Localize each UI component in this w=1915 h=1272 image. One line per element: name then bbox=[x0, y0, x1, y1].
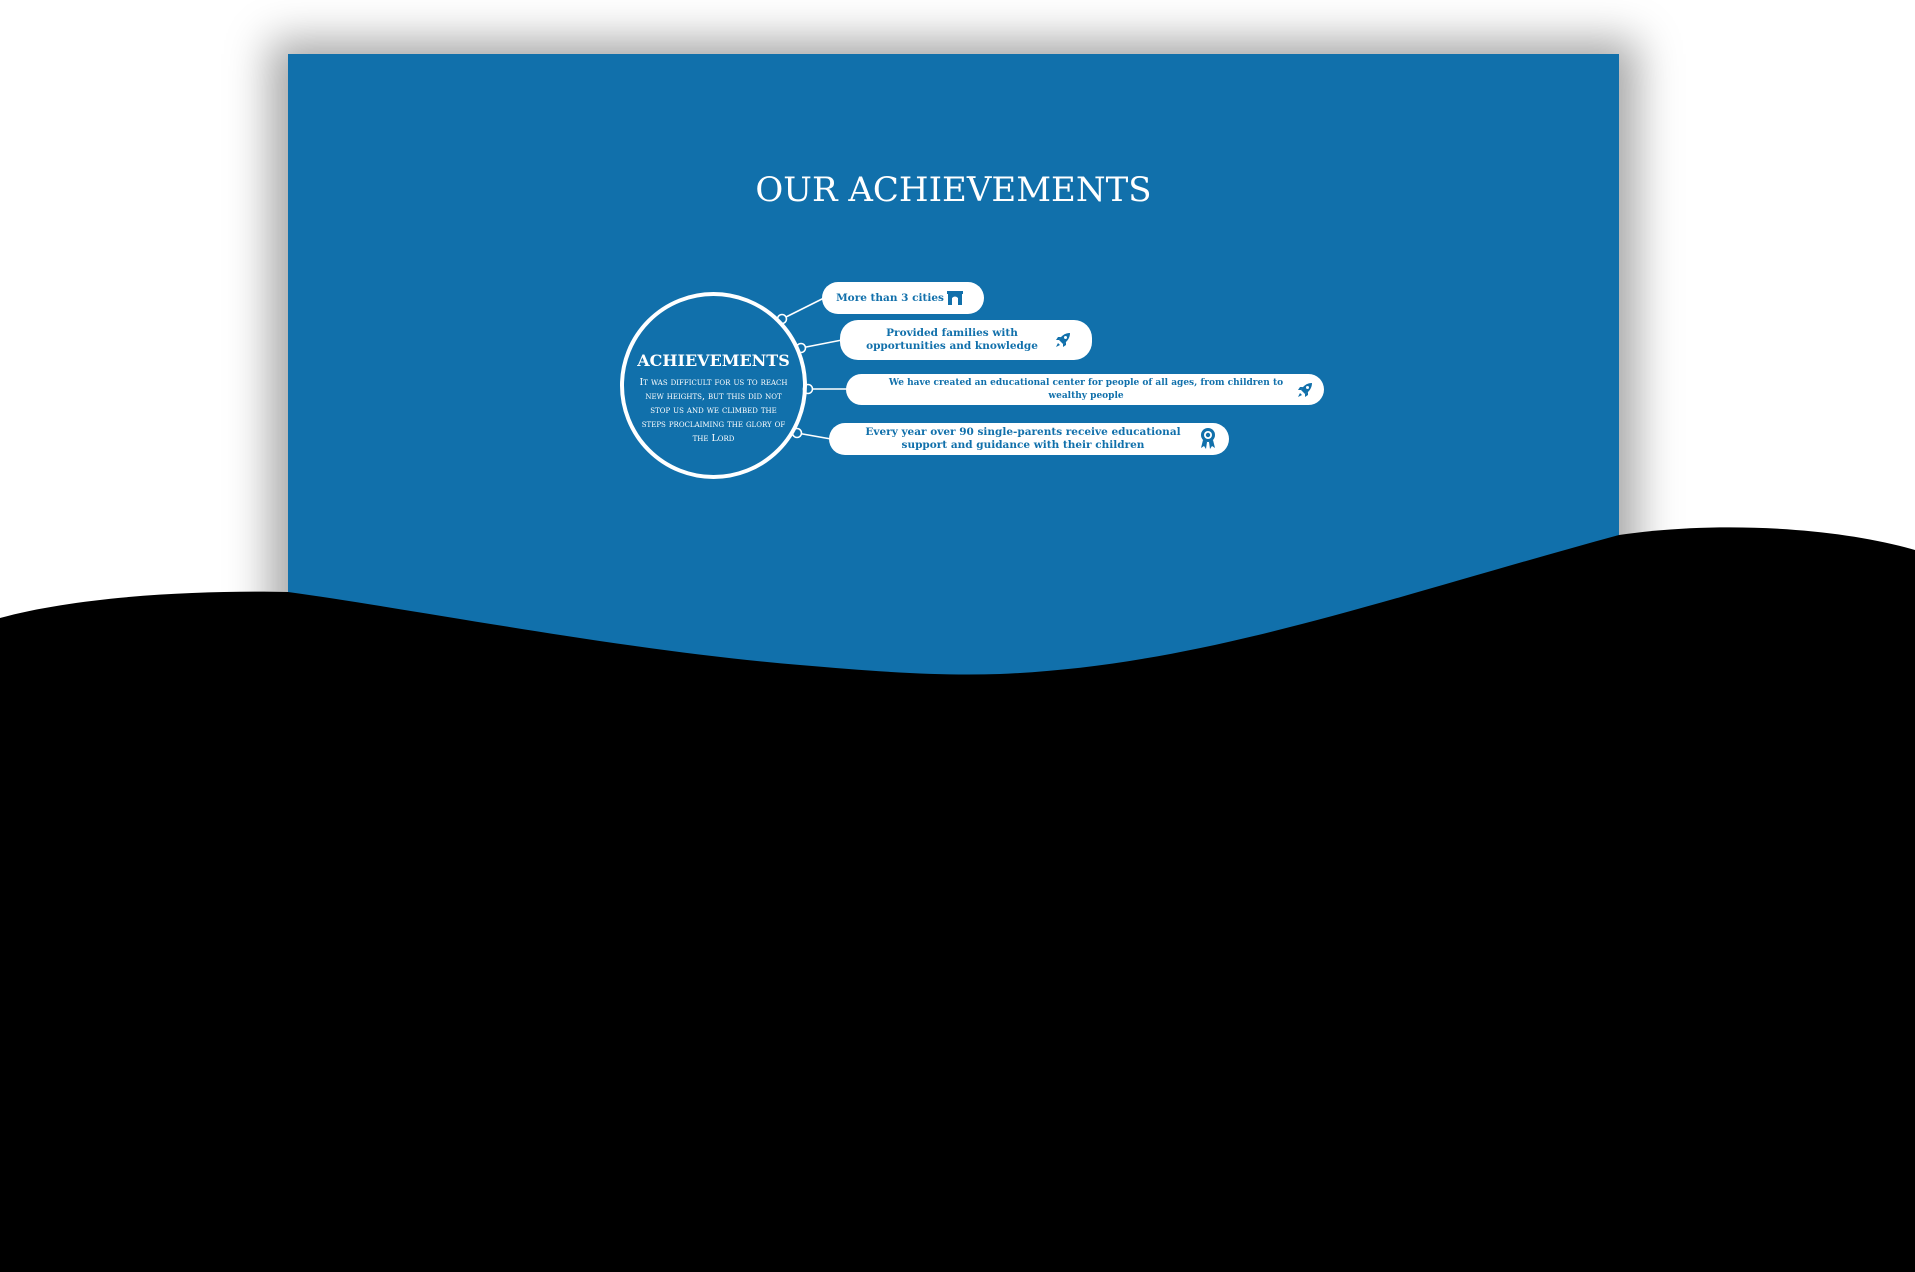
achievement-label: We have created an educational center fo… bbox=[888, 377, 1284, 401]
arch-icon bbox=[944, 287, 966, 309]
hub-description: It was difficult for us to reach new hei… bbox=[639, 377, 788, 444]
achievement-item-single-parents[interactable]: Every year over 90 single-parents receiv… bbox=[829, 423, 1229, 455]
achievements-hub-circle: ACHIEVEMENTS It was difficult for us to … bbox=[620, 292, 807, 479]
award-ribbon-icon bbox=[1197, 428, 1219, 450]
section-title: OUR ACHIEVEMENTS bbox=[755, 170, 1152, 210]
rocket-icon bbox=[1294, 379, 1316, 401]
rocket-icon bbox=[1052, 329, 1074, 351]
achievement-item-educational-center[interactable]: We have created an educational center fo… bbox=[846, 374, 1324, 405]
achievement-label: Provided families with opportunities and… bbox=[866, 327, 1038, 352]
achievement-label: Every year over 90 single-parents receiv… bbox=[865, 426, 1181, 451]
achievement-item-cities[interactable]: More than 3 cities bbox=[822, 282, 984, 314]
achievement-label: More than 3 cities bbox=[836, 291, 944, 304]
hub-title: ACHIEVEMENTS bbox=[637, 351, 790, 370]
achievement-item-families[interactable]: Provided families with opportunities and… bbox=[840, 320, 1092, 360]
